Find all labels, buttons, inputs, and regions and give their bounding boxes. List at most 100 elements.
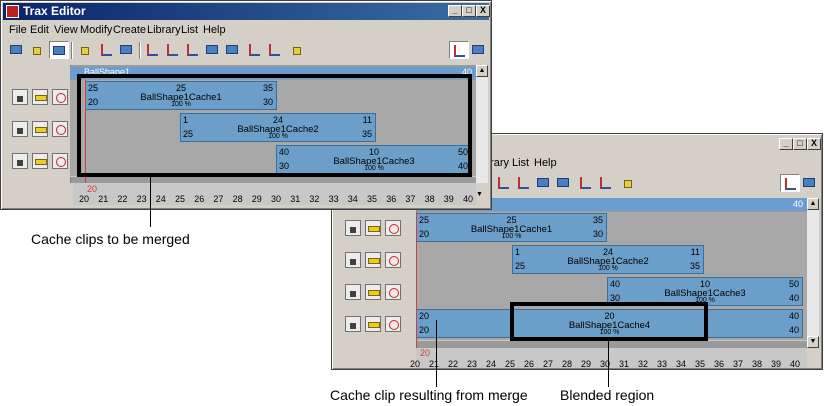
- ruler-tick-label: 24: [155, 194, 166, 204]
- scroll-down-arrow[interactable]: ▼: [807, 336, 819, 348]
- frame-all-icon[interactable]: [449, 41, 469, 59]
- clock-icon[interactable]: [117, 41, 137, 59]
- close-button[interactable]: X: [807, 138, 821, 150]
- clip-weight: 100 %: [268, 133, 288, 140]
- track-icons: [12, 153, 82, 169]
- clip-source-start: 1: [183, 115, 189, 125]
- menu-help[interactable]: Help: [534, 157, 557, 169]
- cache-clip[interactable]: 40 10 50 BallShape1Cache3 100 % 30 40: [276, 145, 472, 174]
- lock-icon[interactable]: [345, 284, 361, 300]
- menu-modify[interactable]: Modify: [80, 24, 113, 36]
- ruler-tick-label: 25: [175, 194, 186, 204]
- ruler-tick-label: 37: [405, 194, 416, 204]
- clip-cycle: 25: [175, 83, 186, 93]
- lock-icon[interactable]: [345, 316, 361, 332]
- keys-icon[interactable]: [618, 174, 638, 192]
- scroll-up-arrow[interactable]: ▲: [807, 198, 819, 210]
- clip-cycle: 10: [699, 279, 710, 289]
- ruler-tick-label: 39: [443, 194, 454, 204]
- load-character-icon[interactable]: [75, 41, 95, 59]
- panel-icon[interactable]: [469, 41, 489, 59]
- mute-icon[interactable]: [385, 316, 401, 332]
- minimize-button[interactable]: _: [448, 5, 462, 17]
- mute-icon[interactable]: [52, 153, 68, 169]
- mute-icon[interactable]: [52, 121, 68, 137]
- solo-icon[interactable]: [32, 121, 48, 137]
- panel-icon[interactable]: [800, 174, 820, 192]
- solo-icon[interactable]: [32, 89, 48, 105]
- close-button[interactable]: X: [476, 5, 490, 17]
- menu-file[interactable]: File: [9, 24, 27, 36]
- ruler-current-frame: 20: [87, 184, 98, 194]
- menu-create[interactable]: Create: [113, 24, 147, 36]
- maximize-button[interactable]: □: [462, 5, 476, 17]
- clip-split-icon[interactable]: [554, 174, 574, 192]
- vertical-scrollbar[interactable]: ▲ ▼: [807, 198, 819, 348]
- mute-icon[interactable]: [52, 89, 68, 105]
- character-end-frame: 40: [461, 67, 472, 77]
- clip-icon[interactable]: [203, 41, 223, 59]
- merge-icon[interactable]: [265, 41, 285, 59]
- clip-source-start: 20: [419, 311, 430, 321]
- maximize-button[interactable]: □: [793, 138, 807, 150]
- clip-name: BallShape1Cache2: [567, 256, 649, 267]
- menu-view[interactable]: View: [54, 24, 78, 36]
- scroll-up-arrow[interactable]: ▲: [476, 65, 488, 77]
- menu-library[interactable]: Library: [147, 24, 181, 36]
- curve-tool-icon[interactable]: [163, 41, 183, 59]
- clip-icon[interactable]: [534, 174, 554, 192]
- curve-tool-icon[interactable]: [494, 174, 514, 192]
- lock-icon[interactable]: [12, 153, 28, 169]
- frame-all-icon[interactable]: [780, 174, 800, 192]
- solo-icon[interactable]: [32, 153, 48, 169]
- lock-icon[interactable]: [12, 89, 28, 105]
- character-bar[interactable]: 40: [416, 198, 807, 211]
- clip-split-icon[interactable]: [223, 41, 243, 59]
- clip-end: 30: [262, 97, 273, 107]
- cache-clip[interactable]: 25 25 35 BallShape1Cache1 100 % 20 30: [416, 213, 607, 242]
- cache-clip[interactable]: 40 10 50 BallShape1Cache3 100 % 30 40: [607, 277, 803, 306]
- solo-icon[interactable]: [365, 252, 381, 268]
- menu-list[interactable]: List: [181, 24, 199, 36]
- solo-icon[interactable]: [365, 316, 381, 332]
- mute-icon[interactable]: [385, 220, 401, 236]
- menu-help[interactable]: Help: [203, 24, 226, 36]
- ruler-tick-label: 24: [486, 359, 497, 369]
- minimize-button[interactable]: _: [779, 138, 793, 150]
- create-blend-icon[interactable]: [27, 41, 47, 59]
- merge-icon[interactable]: [596, 174, 616, 192]
- mute-icon[interactable]: [385, 284, 401, 300]
- track-area: BallShape1 40 25 25 35 BallShape1Cache1 …: [4, 65, 476, 183]
- clip-end: 40: [788, 325, 799, 335]
- vertical-scrollbar[interactable]: ▲: [476, 65, 488, 183]
- clip-source-end: 11: [362, 115, 372, 125]
- ruler-current-frame: 20: [420, 348, 431, 358]
- lock-icon[interactable]: [12, 121, 28, 137]
- create-clip-icon[interactable]: [7, 41, 27, 59]
- graph-icon[interactable]: [183, 41, 203, 59]
- lock-icon[interactable]: [345, 220, 361, 236]
- graph-editor-icon[interactable]: [143, 41, 163, 59]
- menu-list[interactable]: List: [512, 157, 530, 169]
- scroll-down-arrow[interactable]: ▼: [476, 191, 483, 198]
- menu-edit[interactable]: Edit: [30, 24, 49, 36]
- lock-icon[interactable]: [345, 252, 361, 268]
- cache-clip[interactable]: 25 25 35 BallShape1Cache1 100 % 20 30: [85, 81, 277, 110]
- cache-clip[interactable]: 1 24 11 BallShape1Cache2 100 % 25 35: [512, 245, 704, 274]
- scissors-icon[interactable]: [576, 174, 596, 192]
- merged-cache-clip[interactable]: 20 20 40 BallShape1Cache4 100 % 20 40: [416, 309, 803, 338]
- ruler-tick-label: 29: [251, 194, 262, 204]
- clip-source-start: 25: [419, 215, 430, 225]
- mute-icon[interactable]: [385, 252, 401, 268]
- scissors-icon[interactable]: [245, 41, 265, 59]
- solo-icon[interactable]: [365, 284, 381, 300]
- graph-icon[interactable]: [514, 174, 534, 192]
- solo-icon[interactable]: [365, 220, 381, 236]
- outliner-icon[interactable]: [49, 41, 69, 59]
- cache-clip[interactable]: 1 24 11 BallShape1Cache2 100 % 25 35: [180, 113, 376, 142]
- clip-end: 35: [361, 129, 372, 139]
- chart-icon[interactable]: [97, 41, 117, 59]
- keys-icon[interactable]: [287, 41, 307, 59]
